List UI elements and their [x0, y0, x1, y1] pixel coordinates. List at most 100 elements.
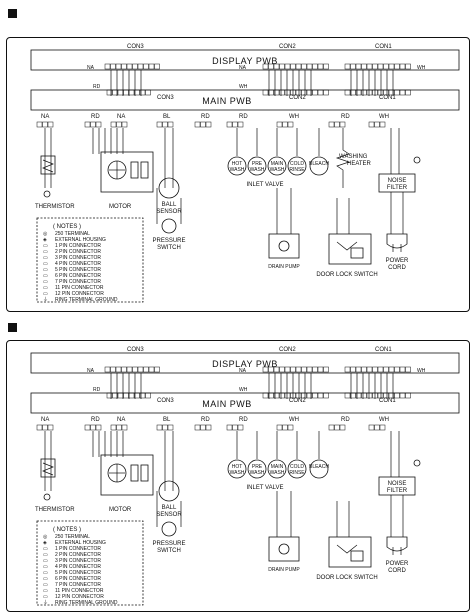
- connector-pin: [295, 63, 302, 70]
- inlet-valve-coil: [227, 156, 247, 176]
- thermistor-body: [40, 155, 56, 175]
- section-bullet-2: [8, 323, 17, 332]
- harness-connector: [328, 424, 335, 431]
- harness-connector: [276, 424, 283, 431]
- wire-label-na: NA: [87, 65, 95, 71]
- inlet-valve-coil: [247, 459, 267, 479]
- motor-winding: [130, 464, 139, 482]
- connector-pin: [268, 366, 274, 373]
- power-cord-label: POWER: [386, 258, 409, 264]
- connector-pin: [312, 63, 318, 70]
- connector-pin: [295, 392, 302, 399]
- connector-pin: [290, 63, 296, 70]
- connector-pin: [394, 392, 400, 399]
- harness-connector: [110, 121, 117, 128]
- connector-pin: [268, 392, 274, 399]
- connector-pin: [394, 63, 400, 70]
- notes-item: 11 PIN CONNECTOR: [55, 285, 104, 291]
- connector-pin: [123, 89, 129, 96]
- inlet-valve-label: WASH: [230, 167, 245, 173]
- notes-item: 2 PIN CONNECTOR: [55, 552, 101, 558]
- connector-pin: [154, 63, 160, 70]
- notes-item: 12 PIN CONNECTOR: [55, 291, 104, 297]
- noise-filter-label: FILTER: [387, 488, 408, 494]
- notes-symbol: ⏚: [43, 599, 48, 606]
- connector-pin: [117, 392, 124, 399]
- connector-pin: [106, 392, 113, 399]
- harness-connector: [47, 424, 54, 431]
- notes-symbol: ▭: [43, 285, 48, 291]
- harness-connector: [194, 121, 201, 128]
- connector-pin: [301, 392, 307, 399]
- connector-pin: [372, 392, 378, 399]
- door-lock-solenoid: [350, 550, 364, 562]
- connector-pin: [317, 366, 324, 373]
- display-con3-label: CON3: [127, 347, 144, 353]
- pressure-switch-label: PRESSURE: [152, 238, 185, 244]
- connector-pin: [366, 366, 373, 373]
- connector-pin: [279, 63, 285, 70]
- wire-color-tag: RD: [91, 114, 100, 120]
- connector-pin: [366, 392, 373, 399]
- connector-pin: [290, 366, 296, 373]
- notes-item: 5 PIN CONNECTOR: [55, 267, 101, 273]
- inlet-valve-label: PRE: [252, 464, 263, 470]
- connector-pin: [366, 63, 373, 70]
- connector-pin: [273, 89, 280, 96]
- notes-item: 250 TERMINAL: [55, 534, 90, 540]
- harness-connector: [156, 424, 163, 431]
- display-pwb-title: DISPLAY PWB: [212, 56, 278, 66]
- connector-pin: [145, 392, 151, 399]
- connector-pin: [301, 89, 307, 96]
- harness-connector: [90, 424, 96, 431]
- connector-pin: [134, 392, 140, 399]
- inlet-valve-label: HOT: [232, 161, 243, 167]
- notes-item: 1 PIN CONNECTOR: [55, 243, 101, 249]
- connector-pin: [148, 366, 155, 373]
- notes-symbol: ▭: [43, 261, 48, 267]
- harness-connector: [226, 121, 233, 128]
- notes-item: 4 PIN CONNECTOR: [55, 261, 101, 267]
- ball-sensor-body: [158, 480, 180, 502]
- connector-pin: [295, 89, 302, 96]
- harness-connector: [205, 121, 212, 128]
- display-pwb-board: [30, 49, 460, 71]
- pressure-switch-label: SWITCH: [157, 245, 181, 251]
- motor-winding: [140, 464, 149, 482]
- connector-pin: [399, 366, 406, 373]
- harness-connector: [200, 121, 206, 128]
- notes-symbol: ◈: [43, 237, 47, 243]
- connector-pin: [377, 63, 384, 70]
- connector-pin: [148, 63, 155, 70]
- connector-pin: [388, 366, 395, 373]
- wire-color-tag: NA: [41, 417, 49, 423]
- connector-pin: [279, 392, 285, 399]
- harness-connector: [200, 424, 206, 431]
- thermistor-symbol: [42, 159, 54, 173]
- wire-color-tag: NA: [117, 114, 125, 120]
- connector-pin: [115, 366, 122, 373]
- inlet-valve-coil: [287, 156, 307, 176]
- connector-pin: [355, 63, 362, 70]
- connector-pin: [323, 366, 329, 373]
- connector-pin: [143, 63, 149, 70]
- inlet-valve-coil: [267, 459, 287, 479]
- inlet-valve-coil: [309, 156, 329, 176]
- inlet-valve-label: BLEACH: [309, 464, 329, 470]
- harness-connector: [374, 424, 380, 431]
- noise-filter-box: [378, 173, 416, 193]
- wire-color-tag: RD: [239, 114, 248, 120]
- thermistor-label: THERMISTOR: [35, 507, 75, 513]
- harness-connector: [339, 424, 346, 431]
- power-plug: [386, 536, 408, 552]
- inlet-valve-coil: [227, 459, 247, 479]
- connector-pin: [301, 63, 307, 70]
- notes-item: 2 PIN CONNECTOR: [55, 249, 101, 255]
- harness-connector: [95, 121, 102, 128]
- wire-label-wh: WH: [417, 65, 426, 71]
- harness-connector: [90, 121, 96, 128]
- harness-connector: [42, 424, 48, 431]
- connector-pin: [312, 89, 318, 96]
